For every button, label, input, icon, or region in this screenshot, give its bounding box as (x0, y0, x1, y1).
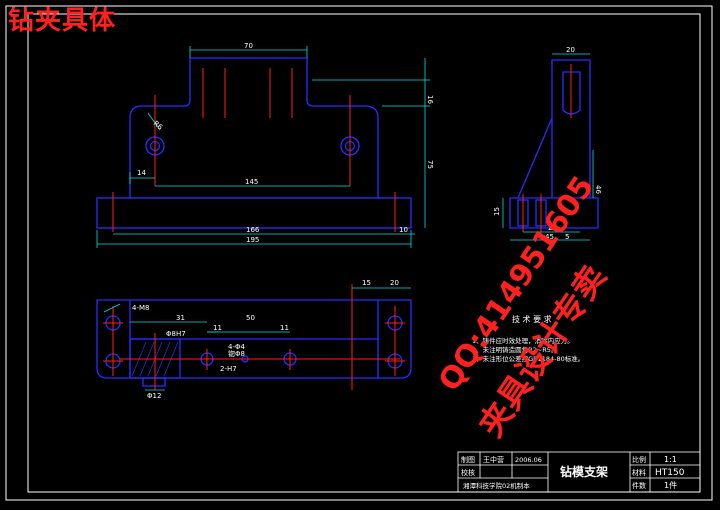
plan-view (96, 299, 412, 387)
dim-plan-4m8: 4-M8 (132, 304, 149, 312)
dim-plan-pinnote: 锪Φ8 (228, 349, 245, 358)
tb-drawn-name: 王中营 (483, 455, 504, 464)
dim-inner-length: 166 (246, 226, 260, 234)
tb-scale: 1:1 (664, 455, 677, 464)
tb-drawn-label: 制图 (461, 455, 475, 464)
plan-dimensions (103, 287, 411, 391)
side-body-outline (509, 59, 599, 229)
tb-part-name: 钻模支架 (560, 464, 608, 479)
dim-height-16: 16 (426, 95, 434, 104)
drawing-title: 钻夹具体 (8, 6, 117, 36)
tb-scale-label: 比例 (632, 455, 646, 464)
title-block-text: 制图 王中营 2006.06 校核 湘潭科技学院02机制本 钻模支架 比例 1:… (461, 455, 685, 490)
dim-plan-50: 50 (246, 314, 255, 322)
front-centerlines (112, 68, 396, 232)
dim-height-75: 75 (426, 160, 434, 169)
tech-item-3: 3、未注形位公差按GB1184-80标准。 (472, 354, 584, 363)
dim-plan-31: 31 (176, 314, 185, 322)
tb-school: 湘潭科技学院02机制本 (463, 481, 530, 490)
dim-top-width: 70 (244, 42, 253, 50)
plan-centerlines (103, 284, 405, 390)
side-dimension-text: 20 46 15 24 45 5 (493, 46, 602, 241)
tech-requirements: 技 术 要 求 1、铸件应时效处理，消除内应力。 2、未注明铸造圆角R2~R5。… (472, 314, 584, 363)
dim-side-45: 45 (545, 233, 554, 241)
front-dimensions (96, 46, 430, 248)
tech-heading: 技 术 要 求 (512, 314, 552, 324)
dim-plan-11b: 11 (280, 324, 289, 332)
dim-side-46: 46 (594, 185, 602, 194)
tb-date: 2006.06 (515, 456, 542, 464)
front-dimension-text: 70 16 75 R6 14 145 166 195 10 (137, 42, 434, 244)
tb-check-label: 校核 (461, 468, 475, 477)
front-base (96, 197, 412, 229)
dim-side-5: 5 (565, 233, 569, 241)
dim-overall-length: 195 (246, 236, 259, 244)
tech-item-1: 1、铸件应时效处理，消除内应力。 (472, 336, 574, 345)
dim-plan-pinholes: 4-Φ4 (228, 343, 245, 351)
tech-item-2: 2、未注明铸造圆角R2~R5。 (472, 345, 557, 354)
dim-plan-20: 20 (390, 279, 399, 287)
front-body-outline (129, 57, 379, 198)
plan-outline (96, 299, 412, 379)
dim-left-offset: 14 (137, 169, 146, 177)
tb-material: HT150 (655, 468, 685, 478)
dim-hole-span: 145 (245, 178, 258, 186)
dim-plan-d12: Φ12 (147, 392, 161, 400)
side-dimensions (502, 53, 594, 241)
tb-material-label: 材料 (632, 468, 646, 477)
dim-side-24: 24 (548, 224, 557, 232)
plan-dimension-text: 4-M8 31 11 50 11 Φ8H7 4-Φ4 锪Φ8 2-H7 Φ12 … (132, 279, 399, 400)
sheet-border (5, 5, 713, 501)
dim-plan-2h7: 2-H7 (220, 365, 237, 373)
dim-side-15: 15 (493, 207, 501, 216)
dim-plan-11a: 11 (213, 324, 222, 332)
front-view (96, 57, 412, 229)
tb-qty: 1件 (664, 480, 677, 490)
dim-right-offset: 10 (399, 226, 408, 234)
drawing-frame (27, 13, 701, 493)
title-block (457, 451, 701, 493)
side-slot (562, 71, 581, 115)
side-centerlines (522, 64, 572, 232)
dim-plan-15: 15 (362, 279, 371, 287)
dim-plan-bore: Φ8H7 (166, 330, 186, 338)
plan-bottom-lug (142, 377, 166, 387)
tb-qty-label: 件数 (632, 481, 646, 490)
dim-side-width: 20 (566, 46, 575, 54)
